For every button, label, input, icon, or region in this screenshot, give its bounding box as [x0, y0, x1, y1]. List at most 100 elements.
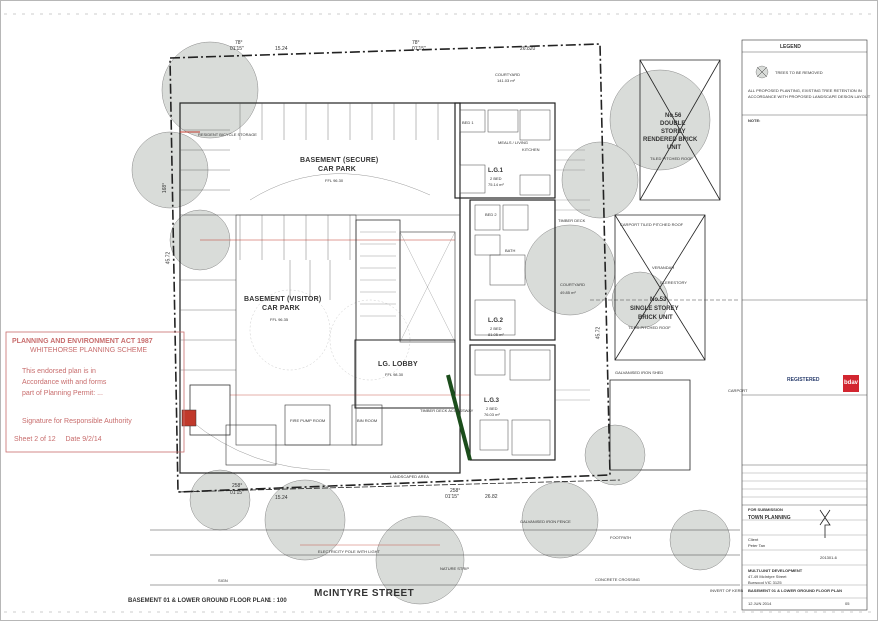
unit-lg3	[469, 344, 556, 461]
carport-label: CARPORT TILED PITCHED ROOF	[620, 222, 684, 227]
crossing-label: CONCRETE CROSSING	[595, 577, 640, 582]
dim-left: 45.72	[165, 251, 172, 265]
drawing-title: BASEMENT 01 & LOWER GROUND FLOOR PLAN	[128, 598, 270, 604]
unit1-beds: 2 BED	[490, 176, 502, 181]
dim-left-bearing: 168°	[162, 182, 169, 194]
no56-roof: TILED PITCHED ROOF	[650, 156, 693, 161]
no56-l5: UNIT	[667, 145, 681, 151]
courtyard-label: COURTYARD	[495, 72, 520, 77]
dim-length-bl: 15.24	[275, 495, 288, 501]
tb-job: 201301-6	[820, 555, 837, 560]
tb-date: 12 JUN 2014	[748, 601, 772, 606]
stamp-of-label: of	[40, 436, 46, 443]
lobby-level: FFL 98.30	[385, 372, 404, 377]
kitchen-label: KITCHEN	[522, 147, 540, 152]
unit2-label: L.G.2	[488, 318, 504, 324]
street-name: McINTYRE STREET	[314, 588, 415, 599]
stamp-line1: PLANNING AND ENVIRONMENT ACT 1987	[12, 338, 153, 345]
clerestory-label: CLERESTORY	[660, 280, 687, 285]
legend-title: LEGEND	[780, 44, 801, 50]
stamp-sheet-label: Sheet	[14, 436, 33, 443]
stamp-border	[5, 331, 185, 453]
tb-client: Peter Tan	[748, 543, 766, 548]
no56-l2: DOUBLE	[660, 121, 686, 127]
stamp-sheet-no: 2	[34, 436, 39, 443]
dim-angle-tr: 78°	[412, 40, 420, 46]
title-block-frame	[741, 39, 868, 611]
no53-l2: SINGLE STOREY	[630, 306, 679, 312]
no53-roof: TILED PITCHED ROOF	[628, 325, 671, 330]
nature-strip-label: NATURE STRIP	[440, 566, 470, 571]
tb-stage: TOWN PLANNING	[748, 515, 791, 521]
legend-item1: TREES TO BE REMOVED	[775, 70, 823, 75]
fire-pump-room-label: FIRE PUMP ROOM	[290, 418, 326, 423]
unit1-size: 75.14 m²	[488, 182, 504, 187]
dim-angle-br: 258°	[450, 488, 461, 494]
tb-address: 47-49 McIntyre Street	[748, 574, 787, 579]
drawing-scale: 1 : 100	[268, 598, 287, 604]
verandah-label: VERANDAH	[652, 265, 675, 270]
tb-sheet: 05	[845, 601, 850, 606]
tb-drawing: BASEMENT 01 & LOWER GROUND FLOOR PLAN	[748, 588, 843, 593]
dim-bearing-br: 01'15"	[445, 494, 459, 500]
footpath-label: FOOTPATH	[610, 535, 632, 540]
no56-l1: No.56	[665, 113, 682, 119]
no56-l3: STOREY	[661, 129, 686, 135]
lobby-label: LG. LOBBY	[378, 361, 418, 368]
basement-outline	[179, 102, 461, 474]
dim-bearing-tr: 01'15"	[412, 46, 426, 52]
tb-project: MULTI-UNIT DEVELOPMENT	[748, 568, 803, 573]
dim-bearing-tl: 01'15"	[230, 46, 244, 52]
no53-l1: No.53	[650, 297, 667, 303]
no53-l3: BRICK UNIT	[638, 315, 673, 321]
legend-note-title: NOTE:	[748, 118, 761, 123]
unit3-label: L.G.3	[484, 398, 500, 404]
unit1-label: L.G.1	[488, 168, 504, 174]
stamp-line2: WHITEHORSE PLANNING SCHEME	[30, 347, 148, 354]
unit-lg2	[469, 199, 556, 341]
unit3-size: 76.03 m²	[484, 412, 500, 417]
tb-client-label: Client	[748, 537, 759, 542]
north-arrow-icon	[819, 509, 831, 538]
legend-note-b: ACCORDANCE WITH PROPOSED LANDSCAPE DESIG…	[748, 94, 871, 99]
unit2-size: 81.05 m²	[488, 332, 504, 337]
unit3-beds: 2 BED	[486, 406, 498, 411]
bed2-label: BED 2	[485, 212, 497, 217]
secure-car-park-label1: BASEMENT (SECURE)	[300, 157, 379, 164]
stamp-line6: Signature for Responsible Authority	[22, 418, 132, 425]
electricity-pole-label: ELECTRICITY POLE WITH LIGHT	[318, 549, 380, 554]
bed1-label: BED 1	[462, 120, 474, 125]
meals-living-label: MEALS / LIVING	[498, 140, 529, 145]
fence-label: GALVANISED IRON FENCE	[520, 519, 571, 524]
courtyard2-label: COURTYARD	[560, 282, 585, 287]
stamp-line3: This endorsed plan is in	[22, 368, 96, 375]
dim-length-tr: 26.820	[520, 46, 536, 52]
visitor-car-park-label2: CAR PARK	[262, 305, 301, 312]
highlighted-room	[181, 409, 197, 427]
dim-length-tl: 15.24	[275, 46, 288, 52]
courtyard-area: 141.03 m²	[497, 78, 516, 83]
unit2-beds: 2 BED	[490, 326, 502, 331]
dim-angle-tl: 78°	[235, 40, 243, 46]
visitor-level: FFL 96.35	[270, 317, 289, 322]
landscaped-area-label: LANDSCAPED AREA	[390, 474, 429, 479]
green-wall	[446, 374, 472, 461]
bath-label: BATH	[505, 248, 516, 253]
stamp-date-label: Date	[65, 436, 81, 443]
trees	[131, 41, 731, 605]
secure-level: FFL 96.30	[325, 178, 344, 183]
timber-deck-label: TIMBER DECK	[558, 218, 586, 223]
dim-right: 45.72	[595, 326, 602, 340]
kerb-label: INVERT OF KERB	[710, 588, 744, 593]
bin-room-label: BIN ROOM	[357, 418, 378, 423]
galvanised-shed-label: GALVANISED IRON SHED	[615, 370, 664, 375]
no56-l4: RENDERED BRICK	[643, 137, 698, 143]
stamp-date-value: 9/2/14	[82, 436, 102, 443]
bike-storage-label: RESIDENT BICYCLE STORAGE	[198, 132, 257, 137]
planning-stamp: PLANNING AND ENVIRONMENT ACT 1987 WHITEH…	[8, 334, 184, 454]
timber-deck-accessway-label: TIMBER DECK ACCESSWAY	[420, 408, 474, 413]
visitor-car-park-label1: BASEMENT (VISITOR)	[244, 296, 322, 303]
stamp-line4: Accordance with and forms	[22, 379, 107, 386]
